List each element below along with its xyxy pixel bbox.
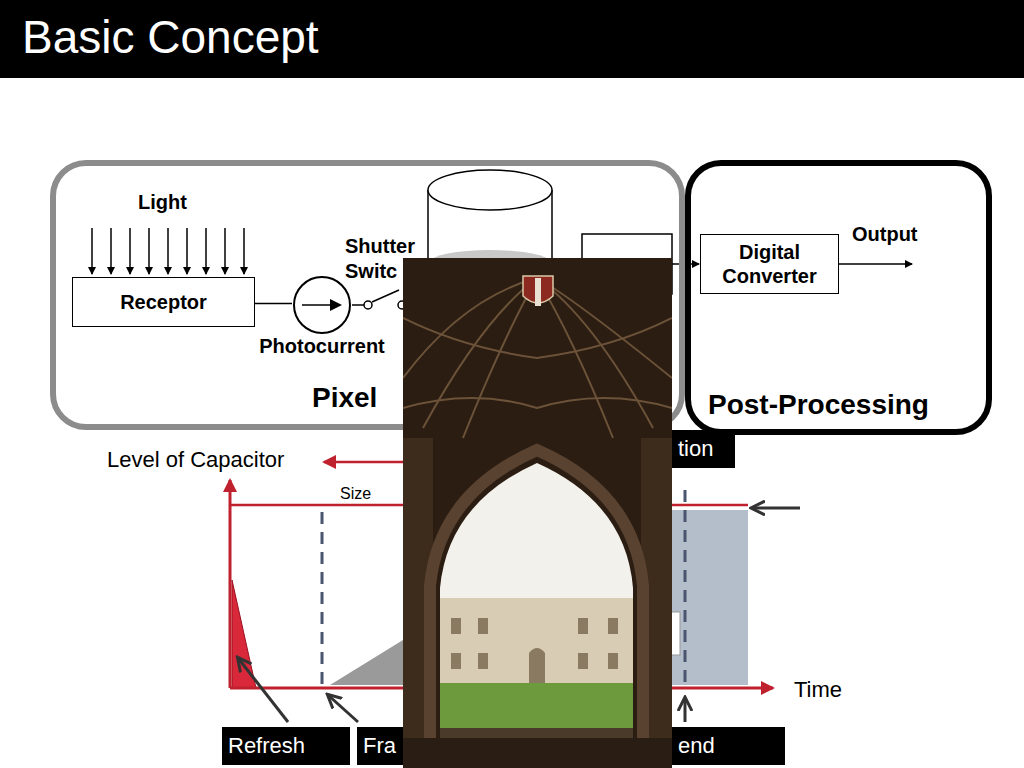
title-bar bbox=[0, 0, 1024, 78]
callout-box: Fra bbox=[357, 727, 403, 765]
node-text: Refresh bbox=[228, 733, 305, 759]
artwork-part bbox=[451, 618, 618, 683]
current-source-circle bbox=[294, 277, 350, 333]
artwork-part bbox=[205, 228, 207, 274]
frame-leader bbox=[328, 695, 358, 722]
artwork-part bbox=[423, 278, 537, 428]
axis-label: Time bbox=[794, 676, 842, 704]
size-label: Size bbox=[340, 484, 371, 504]
post-processing-panel: Post-Processing Digital Converter bbox=[685, 160, 992, 435]
artwork-part bbox=[535, 278, 541, 306]
artwork-part bbox=[433, 448, 643, 748]
artwork-part bbox=[537, 278, 653, 428]
artwork-part bbox=[433, 598, 643, 683]
node-text: tion bbox=[678, 436, 713, 462]
shutter-switch bbox=[352, 290, 406, 309]
node-text: Fra bbox=[363, 733, 396, 759]
artwork-part bbox=[372, 290, 399, 302]
artwork-part bbox=[167, 228, 169, 274]
photocurrent-symbol: Photocurrent bbox=[292, 275, 352, 335]
capacitor-arrow bbox=[324, 461, 403, 464]
current-arrow-head bbox=[330, 299, 342, 311]
panel-heading: Pixel bbox=[312, 382, 377, 414]
artwork-part bbox=[451, 653, 461, 669]
photo-floor bbox=[403, 738, 672, 768]
artwork-part bbox=[110, 228, 112, 274]
output-arrow bbox=[837, 263, 912, 265]
vault-ribs bbox=[403, 278, 672, 438]
axis-label: Level of Capacitor bbox=[107, 446, 284, 474]
current-arrow-shaft bbox=[302, 304, 332, 306]
artwork-part bbox=[608, 653, 618, 669]
light-arrows bbox=[92, 228, 244, 274]
artwork-part bbox=[224, 228, 226, 274]
artwork-part bbox=[148, 228, 150, 274]
artwork-part bbox=[186, 228, 188, 274]
node-text: Digital Converter bbox=[707, 240, 832, 288]
panel-heading: Post-Processing bbox=[708, 389, 929, 421]
wire bbox=[255, 303, 292, 305]
artwork-part bbox=[463, 278, 537, 438]
node-text: Photocurrent bbox=[259, 335, 385, 358]
artwork-part bbox=[91, 228, 93, 274]
receptor-box: Receptor bbox=[72, 277, 255, 327]
node-text: end bbox=[678, 733, 715, 759]
artwork-part bbox=[403, 318, 672, 358]
archway-photo bbox=[403, 258, 672, 768]
artwork-part bbox=[364, 301, 372, 309]
y-axis bbox=[229, 480, 232, 688]
photo-ground bbox=[403, 258, 672, 768]
converter-box: Digital Converter bbox=[700, 234, 839, 294]
artwork-part bbox=[529, 648, 545, 683]
charge-ramp bbox=[330, 640, 403, 685]
light-label: Light bbox=[138, 190, 187, 215]
callout-box: end bbox=[672, 727, 785, 765]
artwork-part bbox=[129, 228, 131, 274]
coat-of-arms bbox=[523, 276, 553, 306]
end-leader bbox=[684, 698, 687, 722]
artwork-part bbox=[428, 170, 552, 210]
artwork-part bbox=[478, 618, 488, 634]
artwork-part bbox=[243, 228, 245, 274]
artwork-part bbox=[433, 683, 643, 728]
callout-box: tion bbox=[672, 430, 735, 468]
frame-end-line bbox=[684, 490, 687, 688]
artwork-part bbox=[578, 618, 588, 634]
refresh-ramp bbox=[232, 580, 256, 688]
artwork-part bbox=[578, 653, 588, 669]
frame-start-line bbox=[321, 512, 324, 688]
slide-title: Basic Concept bbox=[22, 10, 319, 64]
artwork-part bbox=[478, 653, 488, 669]
artwork-part bbox=[352, 304, 364, 306]
artwork-part bbox=[451, 618, 461, 634]
artwork-part bbox=[403, 398, 672, 408]
switch-label: Shutter Switc bbox=[345, 234, 427, 284]
refresh-leader bbox=[238, 658, 288, 722]
size-pointer bbox=[752, 507, 800, 510]
node-text: Receptor bbox=[120, 290, 207, 314]
arch-view bbox=[433, 448, 643, 748]
output-label: Output bbox=[852, 222, 918, 247]
callout-box: Refresh bbox=[222, 727, 350, 765]
artwork-part bbox=[537, 278, 613, 438]
artwork-part bbox=[608, 618, 618, 634]
current-source-symbol bbox=[292, 275, 352, 335]
